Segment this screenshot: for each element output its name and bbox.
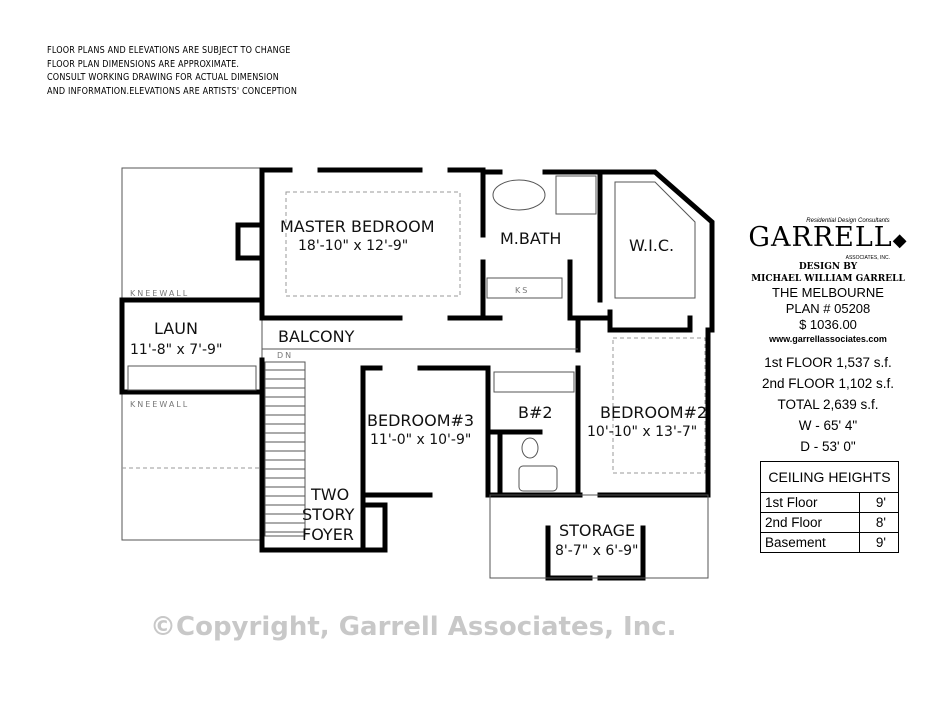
garrell-logo: GARRELL◆ bbox=[748, 224, 908, 255]
note-line: CONSULT WORKING DRAWING FOR ACTUAL DIMEN… bbox=[47, 72, 279, 83]
kneewall-label: KNEEWALL bbox=[130, 289, 189, 298]
laundry-counter bbox=[127, 365, 257, 391]
width-dim: W - 65' 4" bbox=[798, 418, 858, 433]
walls bbox=[119, 167, 715, 581]
stair-dn-label: DN bbox=[277, 351, 293, 360]
height-cell: 9' bbox=[859, 492, 899, 513]
porch-outline bbox=[489, 494, 709, 579]
note-line: FLOOR PLANS AND ELEVATIONS ARE SUBJECT T… bbox=[47, 45, 291, 56]
bed2-ceiling bbox=[612, 337, 706, 474]
height-cell: 8' bbox=[859, 512, 899, 533]
bathtub-icon bbox=[492, 179, 546, 211]
ceiling-heights-title: CEILING HEIGHTS bbox=[760, 461, 899, 493]
shower-icon bbox=[555, 175, 597, 215]
kneewall-label: KNEEWALL bbox=[130, 400, 189, 409]
room-b2-name: B#2 bbox=[518, 403, 553, 422]
tray-ceiling bbox=[285, 191, 461, 297]
area-stats: 1st FLOOR 1,537 s.f. 2nd FLOOR 1,102 s.f… bbox=[748, 352, 908, 457]
room-balcony-name: BALCONY bbox=[278, 327, 355, 346]
room-bed3-name: BEDROOM#3 bbox=[367, 411, 474, 430]
room-storage-name: STORAGE bbox=[559, 521, 635, 540]
design-by: DESIGN BY bbox=[798, 262, 858, 272]
second-floor-area: 2nd FLOOR 1,102 s.f. bbox=[761, 376, 895, 391]
height-cell: 9' bbox=[859, 532, 899, 553]
room-foyer-line2: STORY bbox=[302, 505, 355, 524]
room-bed3-dim: 11'-0" x 10'-9" bbox=[370, 432, 471, 448]
disclaimer-notes: FLOOR PLANS AND ELEVATIONS ARE SUBJECT T… bbox=[47, 44, 297, 98]
first-floor-area: 1st FLOOR 1,537 s.f. bbox=[764, 355, 892, 370]
stairs bbox=[264, 361, 306, 537]
ks-label: KS bbox=[515, 286, 529, 295]
floor-cell: Basement bbox=[759, 532, 861, 553]
room-laun-dim: 11'-8" x 7'-9" bbox=[130, 342, 222, 358]
plan-name: THE MELBOURNE bbox=[772, 285, 884, 300]
room-storage-dim: 8'-7" x 6'-9" bbox=[555, 543, 639, 559]
room-master-name: MASTER BEDROOM bbox=[280, 217, 435, 236]
room-wic-name: W.I.C. bbox=[629, 236, 674, 255]
logo-sub: ASSOCIATES, INC. bbox=[845, 255, 890, 261]
room-foyer-line1: TWO bbox=[310, 485, 349, 504]
depth-dim: D - 53' 0" bbox=[800, 439, 856, 454]
double-sink-icon bbox=[493, 371, 575, 393]
tub-icon bbox=[518, 465, 558, 492]
room-master-dim: 18'-10" x 12'-9" bbox=[298, 238, 408, 254]
logo-brand: GARRELL bbox=[748, 222, 893, 253]
copyright-watermark: ©Copyright, Garrell Associates, Inc. bbox=[150, 612, 677, 642]
floor-cell: 2nd Floor bbox=[759, 512, 861, 533]
toilet-icon bbox=[521, 437, 539, 459]
website-link[interactable]: www.garrellassociates.com bbox=[769, 334, 887, 344]
room-foyer-line3: FOYER bbox=[302, 525, 354, 544]
logo-tagline: Residential Design Consultants bbox=[806, 218, 890, 224]
wic-shelves bbox=[614, 181, 696, 299]
plan-number: PLAN # 05208 bbox=[785, 301, 871, 316]
designer-name: MICHAEL WILLIAM GARRELL bbox=[751, 274, 905, 284]
room-laun-name: LAUN bbox=[154, 319, 198, 338]
diamond-icon: ◆ bbox=[892, 230, 908, 251]
note-line: FLOOR PLAN DIMENSIONS ARE APPROXIMATE. bbox=[47, 58, 240, 70]
plan-info-panel: Residential Design Consultants GARRELL◆ … bbox=[748, 218, 908, 457]
note-line: AND INFORMATION.ELEVATIONS ARE ARTISTS' … bbox=[47, 85, 298, 97]
floor-cell: 1st Floor bbox=[759, 492, 861, 513]
plan-price: $ 1036.00 bbox=[799, 317, 857, 332]
total-area: TOTAL 2,639 s.f. bbox=[777, 397, 879, 412]
room-mbath-name: M.BATH bbox=[500, 229, 561, 248]
vanity-icon bbox=[486, 277, 563, 299]
room-bed2-name: BEDROOM#2 bbox=[600, 403, 707, 422]
room-bed2-dim: 10'-10" x 13'-7" bbox=[587, 424, 697, 440]
